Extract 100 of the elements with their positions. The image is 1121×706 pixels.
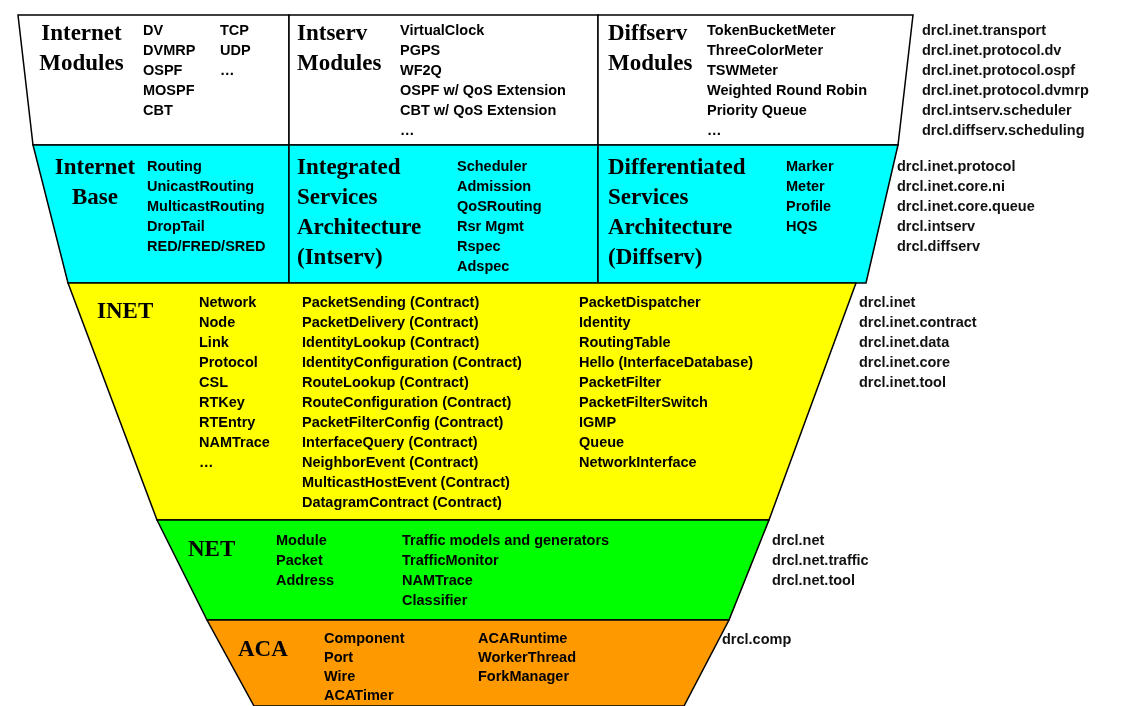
module-name: Module bbox=[276, 531, 328, 550]
module-name: Node bbox=[199, 313, 237, 332]
module-name: Hello (InterfaceDatabase) bbox=[579, 353, 754, 372]
module-name: … bbox=[199, 453, 215, 472]
package-name: drcl.inet bbox=[859, 293, 917, 312]
module-name: Routing bbox=[147, 157, 203, 176]
module-name: QoSRouting bbox=[457, 197, 542, 216]
module-name: Profile bbox=[786, 197, 833, 216]
package-name: drcl.inet.protocol.dv bbox=[922, 41, 1063, 60]
package-name: drcl.comp bbox=[722, 630, 792, 649]
layer-heading: ACA bbox=[238, 635, 289, 663]
module-name: WorkerThread bbox=[478, 648, 577, 667]
layer-heading: Diffserv Modules bbox=[608, 19, 694, 77]
package-name: drcl.net.traffic bbox=[772, 551, 869, 570]
module-name: Component bbox=[324, 629, 405, 648]
module-name: CSL bbox=[199, 373, 229, 392]
module-name: OSPF bbox=[143, 61, 184, 80]
module-name: Priority Queue bbox=[707, 101, 808, 120]
package-name: drcl.inet.core.queue bbox=[897, 197, 1035, 216]
module-name: DV bbox=[143, 21, 165, 40]
layer-heading: Integrated Services Architecture (Intserv) bbox=[297, 153, 423, 271]
module-name: DVMRP bbox=[143, 41, 196, 60]
module-name: RTEntry bbox=[199, 413, 257, 432]
module-name: TSWMeter bbox=[707, 61, 779, 80]
module-name: IdentityConfiguration (Contract) bbox=[302, 353, 522, 372]
module-name: PacketFilterSwitch bbox=[579, 393, 709, 412]
package-name: drcl.inet.transport bbox=[922, 21, 1048, 40]
layer-heading: NET bbox=[188, 535, 237, 563]
module-name: NAMTrace bbox=[199, 433, 270, 452]
package-name: drcl.diffserv bbox=[897, 237, 981, 256]
module-name: … bbox=[220, 61, 236, 80]
module-name: NeighborEvent (Contract) bbox=[302, 453, 480, 472]
module-name: Meter bbox=[786, 177, 826, 196]
package-name: drcl.net bbox=[772, 531, 826, 550]
module-name: DropTail bbox=[147, 217, 206, 236]
module-name: Adspec bbox=[457, 257, 511, 276]
module-name: RouteConfiguration (Contract) bbox=[302, 393, 513, 412]
layer-band bbox=[289, 15, 598, 145]
package-name: drcl.inet.protocol.ospf bbox=[922, 61, 1077, 80]
module-name: Admission bbox=[457, 177, 533, 196]
module-name: Queue bbox=[579, 433, 626, 452]
module-name: CBT w/ QoS Extension bbox=[400, 101, 558, 120]
module-name: MOSPF bbox=[143, 81, 196, 100]
module-name: DatagramContract (Contract) bbox=[302, 493, 503, 512]
layer-heading: Internet Modules bbox=[38, 19, 125, 77]
module-name: Weighted Round Robin bbox=[707, 81, 867, 100]
layer-heading: Internet Base bbox=[53, 153, 137, 211]
module-name: PGPS bbox=[400, 41, 442, 60]
module-name: CBT bbox=[143, 101, 174, 120]
package-name: drcl.inet.core.ni bbox=[897, 177, 1006, 196]
module-name: PacketFilterConfig (Contract) bbox=[302, 413, 505, 432]
package-name: drcl.inet.protocol bbox=[897, 157, 1017, 176]
module-name: Address bbox=[276, 571, 335, 590]
module-name: RTKey bbox=[199, 393, 246, 412]
package-name: drcl.inet.protocol.dvmrp bbox=[922, 81, 1089, 100]
module-name: Network bbox=[199, 293, 258, 312]
module-name: OSPF w/ QoS Extension bbox=[400, 81, 566, 100]
module-name: PacketFilter bbox=[579, 373, 663, 392]
module-name: … bbox=[400, 121, 416, 140]
layer-heading: Intserv Modules bbox=[297, 19, 383, 77]
module-name: MulticastHostEvent (Contract) bbox=[302, 473, 511, 492]
package-name: drcl.intserv bbox=[897, 217, 977, 236]
module-name: Classifier bbox=[402, 591, 469, 610]
module-name: Marker bbox=[786, 157, 834, 176]
module-name: IGMP bbox=[579, 413, 618, 432]
module-name: PacketSending (Contract) bbox=[302, 293, 481, 312]
module-name: RouteLookup (Contract) bbox=[302, 373, 470, 392]
module-name: Identity bbox=[579, 313, 632, 332]
package-name: drcl.net.tool bbox=[772, 571, 856, 590]
module-name: HQS bbox=[786, 217, 819, 236]
module-name: WF2Q bbox=[400, 61, 443, 80]
module-name: … bbox=[707, 121, 723, 140]
layer-band bbox=[33, 145, 289, 283]
module-name: Protocol bbox=[199, 353, 259, 372]
module-name: TokenBucketMeter bbox=[707, 21, 837, 40]
module-name: ThreeColorMeter bbox=[707, 41, 825, 60]
module-name: TrafficMonitor bbox=[402, 551, 500, 570]
module-name: ForkManager bbox=[478, 667, 571, 686]
layer-band bbox=[598, 15, 913, 145]
module-name: Wire bbox=[324, 667, 357, 686]
module-name: NAMTrace bbox=[402, 571, 474, 590]
module-name: Packet bbox=[276, 551, 324, 570]
module-name: TCP bbox=[220, 21, 250, 40]
package-name: drcl.inet.tool bbox=[859, 373, 947, 392]
layer-band bbox=[289, 145, 598, 283]
module-name: UnicastRouting bbox=[147, 177, 256, 196]
module-name: Port bbox=[324, 648, 354, 667]
layer-heading: Differentiated Services Architecture (Diffserv) bbox=[608, 153, 747, 271]
module-name: RED/FRED/SRED bbox=[147, 237, 266, 256]
module-name: UDP bbox=[220, 41, 251, 60]
module-name: ACATimer bbox=[324, 686, 395, 705]
module-name: PacketDelivery (Contract) bbox=[302, 313, 480, 332]
layer-band bbox=[18, 15, 289, 145]
module-name: Traffic models and generators bbox=[402, 531, 610, 550]
package-name: drcl.inet.core bbox=[859, 353, 952, 372]
layer-band bbox=[68, 283, 856, 520]
module-name: InterfaceQuery (Contract) bbox=[302, 433, 479, 452]
module-name: Scheduler bbox=[457, 157, 529, 176]
package-name: drcl.inet.contract bbox=[859, 313, 977, 332]
module-name: VirtualClock bbox=[400, 21, 486, 40]
